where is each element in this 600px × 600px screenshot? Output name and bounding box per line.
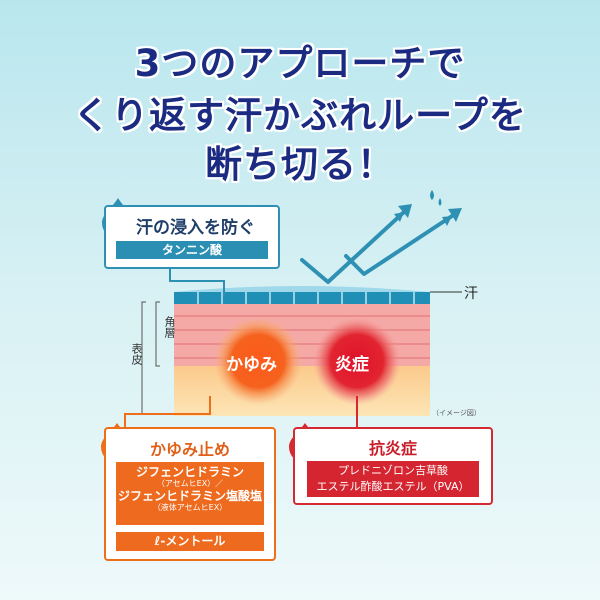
connector-1: [169, 265, 225, 296]
sweat-droplet-icons: [430, 190, 442, 206]
approach-2-title: かゆみ止め: [149, 440, 230, 459]
arrow-heads: [394, 204, 462, 226]
stratum-label: 角層: [163, 316, 176, 338]
deflect-arrows: [300, 210, 454, 284]
headline-line-1: 3つのアプローチで: [134, 42, 466, 85]
epidermis-label: 表皮: [130, 343, 143, 365]
approach-1-ingredient: タンニン酸: [116, 241, 268, 259]
approach-3-card: 抗炎症 プレドニゾロン吉草酸 エステル酢酸エステル（PVA）: [293, 427, 493, 505]
headline-line-2: くり返す汗かぶれループを: [73, 94, 527, 137]
sweat-label: 汗: [464, 286, 478, 302]
approach-2-ingredient-1-note: （アセムヒEX）／: [156, 479, 224, 488]
approach-1-title: 汗の浸入を防ぐ: [136, 218, 255, 238]
approach-3-ingredient-line-2: エステル酢酸エステル（PVA）: [316, 480, 470, 493]
approach-2-ingredient-2: ジフェンヒドラミン塩酸塩: [117, 489, 262, 503]
approach-1-card: 汗の浸入を防ぐ タンニン酸: [104, 205, 280, 269]
approach-2-ingredient-3: ℓ-メントール: [116, 532, 264, 551]
itch-label: かゆみ: [226, 355, 277, 375]
connector-2: [124, 396, 211, 427]
sweat-film: [174, 286, 430, 292]
sweat-tile-row: [174, 292, 430, 304]
headline-line-3: 断ち切る！: [205, 143, 395, 186]
approach-2-ingredient-panel: ジフェンヒドラミン （アセムヒEX）／ ジフェンヒドラミン塩酸塩 （液体アセムヒ…: [116, 462, 264, 525]
approach-2-ingredient-1: ジフェンヒドラミン: [135, 465, 244, 479]
approach-3-title: 抗炎症: [368, 439, 417, 458]
itch-spot: [214, 317, 302, 405]
approach-3-ingredient-panel: プレドニゾロン吉草酸 エステル酢酸エステル（PVA）: [307, 461, 479, 497]
inflammation-label: 炎症: [335, 355, 369, 375]
stratum-bracket: [155, 301, 160, 367]
sweat-tile-separators: [197, 292, 415, 304]
approach-2-card: かゆみ止め ジフェンヒドラミン （アセムヒEX）／ ジフェンヒドラミン塩酸塩 （…: [104, 427, 276, 561]
approach-3-ingredient-line-1: プレドニゾロン吉草酸: [338, 464, 448, 477]
approach-2-ingredient-2-note: （液体アセムヒEX）: [152, 503, 228, 512]
inflammation-spot: [313, 317, 401, 405]
image-note: （イメージ図）: [432, 409, 481, 417]
